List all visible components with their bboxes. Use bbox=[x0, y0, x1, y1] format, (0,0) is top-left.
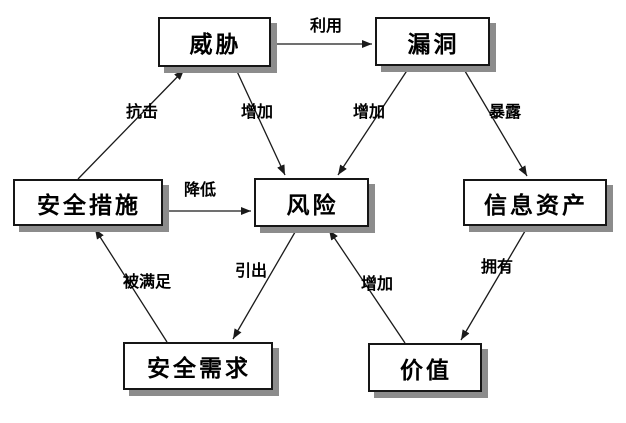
edge-label-increase-vulnerability: 增加 bbox=[352, 102, 386, 121]
edge-satisfied-by-arrow bbox=[94, 228, 168, 343]
node-security-measures: 安全措施 bbox=[13, 179, 163, 226]
edge-increase-value-arrow bbox=[328, 229, 406, 344]
node-value-label: 价值 bbox=[400, 357, 452, 384]
edge-lead-to-arrow bbox=[232, 226, 299, 340]
edge-label-own: 拥有 bbox=[480, 257, 514, 276]
edge-label-satisfied-by: 被满足 bbox=[122, 272, 172, 291]
node-threat-label: 威胁 bbox=[189, 32, 242, 58]
node-information-assets: 信息资产 bbox=[463, 179, 607, 226]
edge-increase-vulnerability-arrow bbox=[337, 65, 411, 176]
edge-label-lead-to: 引出 bbox=[234, 261, 268, 280]
edge-label-reduce: 降低 bbox=[183, 180, 217, 199]
edge-label-resist: 抗击 bbox=[125, 102, 159, 121]
node-risk: 风险 bbox=[254, 178, 369, 227]
edge-own-arrow bbox=[460, 225, 529, 341]
node-vulnerability: 漏洞 bbox=[375, 17, 490, 66]
edge-expose-arrow bbox=[461, 65, 528, 177]
node-risk-label: 风险 bbox=[286, 192, 339, 219]
edge-label-increase-value: 增加 bbox=[360, 274, 394, 293]
node-security-measures-label: 安全措施 bbox=[37, 192, 141, 219]
node-security-requirements-label: 安全需求 bbox=[147, 356, 251, 382]
edge-resist-arrow bbox=[77, 69, 185, 180]
node-security-requirements: 安全需求 bbox=[123, 342, 273, 390]
node-information-assets-label: 信息资产 bbox=[484, 192, 588, 219]
edge-label-increase-threat: 增加 bbox=[240, 102, 274, 121]
node-value: 价值 bbox=[368, 343, 482, 392]
edge-label-expose: 暴露 bbox=[488, 102, 522, 121]
node-threat: 威胁 bbox=[158, 17, 271, 67]
edge-label-exploit: 利用 bbox=[309, 16, 343, 35]
node-vulnerability-label: 漏洞 bbox=[407, 31, 460, 58]
edge-increase-threat-arrow bbox=[234, 66, 286, 176]
